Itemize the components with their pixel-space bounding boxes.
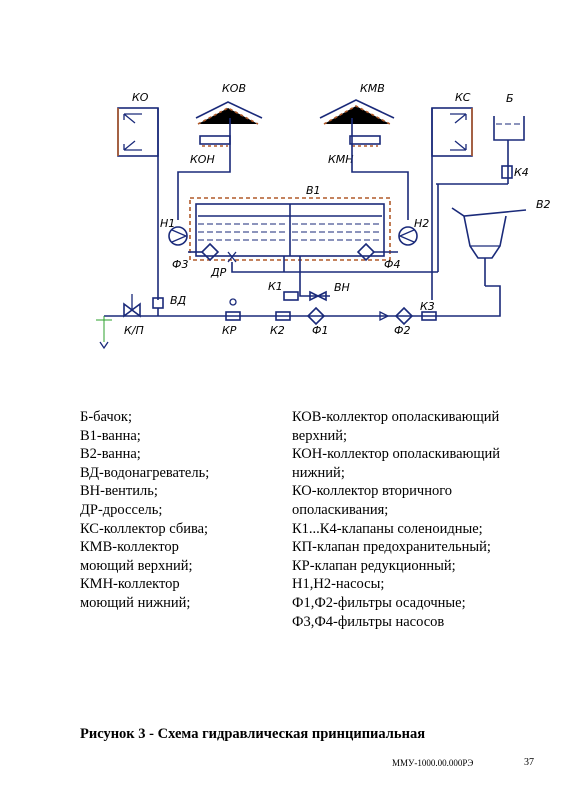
label-kmn: КМН xyxy=(328,153,354,166)
label-kmv: КМВ xyxy=(360,82,385,95)
collector-kov xyxy=(195,101,263,125)
legend-left-column: Б-бачок; В1-ванна; В2-ванна; ВД-водонагр… xyxy=(80,408,285,613)
filter-f4 xyxy=(356,242,398,262)
hydraulic-schematic: КО КОВ КОН КМВ КМН КС Б К4 xyxy=(96,82,551,350)
legend-item: В1-ванна; xyxy=(80,427,141,444)
legend-item: КС-коллектор сбива; xyxy=(80,520,209,537)
label-kp: К/П xyxy=(124,324,144,337)
label-ko: КО xyxy=(132,91,149,104)
tank-b xyxy=(493,116,525,184)
label-b: Б xyxy=(506,92,514,105)
filter-f2 xyxy=(379,306,414,326)
collector-ko xyxy=(117,107,159,300)
valve-k1 xyxy=(283,291,299,301)
label-n1: Н1 xyxy=(160,217,175,230)
legend-item: ВН-вентиль; xyxy=(80,483,158,500)
label-ks: КС xyxy=(455,91,471,104)
throttle-dr xyxy=(227,251,237,263)
legend-item: К1...К4-клапаны соленоидные; xyxy=(292,520,483,537)
label-f1: Ф1 xyxy=(312,324,328,337)
label-vd: ВД xyxy=(170,294,187,307)
filter-f1 xyxy=(306,306,326,326)
legend-item: КО-коллектор вторичного ополаскивания; xyxy=(292,483,453,518)
legend-item: В2-ванна; xyxy=(80,446,141,463)
legend-right-column: КОВ-коллектор ополаскивающий верхний; КО… xyxy=(292,408,557,631)
document-code: ММУ-1000.00.000РЭ xyxy=(392,758,474,768)
label-k1: К1 xyxy=(268,280,283,293)
heater-vd xyxy=(152,297,164,316)
valve-vn xyxy=(309,290,327,302)
legend-item: Ф1,Ф2-фильтры осадочные; xyxy=(292,594,466,611)
legend-item: КОН-коллектор ополаскивающий нижний; xyxy=(292,446,501,481)
collector-kmv xyxy=(319,99,395,125)
label-k4: К4 xyxy=(514,166,529,179)
label-n2: Н2 xyxy=(414,217,429,230)
label-f2: Ф2 xyxy=(394,324,410,337)
label-v1: В1 xyxy=(306,184,321,197)
valve-kr xyxy=(225,298,241,321)
bath-v1 xyxy=(189,197,391,261)
legend-item: КП-клапан предохранительный; xyxy=(292,539,491,556)
legend-item: Б-бачок; xyxy=(80,409,133,425)
pump-n2 xyxy=(398,226,418,246)
legend-item: КМН-коллектор моющий нижний; xyxy=(80,576,191,611)
label-kov: КОВ xyxy=(222,82,246,95)
collector-ks xyxy=(431,107,473,300)
legend-item: КОВ-коллектор ополаскивающий верхний; xyxy=(292,409,500,444)
legend: Б-бачок; В1-ванна; В2-ванна; ВД-водонагр… xyxy=(80,408,550,638)
collector-kmn xyxy=(349,135,381,147)
figure-caption: Рисунок 3 - Схема гидравлическая принцип… xyxy=(80,726,426,742)
legend-item: Н1,Н2-насосы; xyxy=(292,576,385,593)
legend-item: ДР-дроссель; xyxy=(80,501,163,518)
label-kon: КОН xyxy=(190,153,215,166)
label-dr: ДР xyxy=(210,266,227,279)
valve-k2 xyxy=(275,311,291,321)
label-k2: К2 xyxy=(270,324,285,337)
filter-f3 xyxy=(188,242,220,262)
valve-k3 xyxy=(421,311,437,321)
valve-kp xyxy=(123,294,141,318)
label-kr: КР xyxy=(222,324,237,337)
page-number: 37 xyxy=(524,757,534,768)
label-k3: К3 xyxy=(420,300,435,313)
label-f3: Ф3 xyxy=(172,258,188,271)
legend-item: КР-клапан редукционный; xyxy=(292,557,456,574)
label-f4: Ф4 xyxy=(384,258,400,271)
legend-item: Ф3,Ф4-фильтры насосов xyxy=(292,613,445,630)
legend-item: ВД-водонагреватель; xyxy=(80,464,210,481)
label-vn: ВН xyxy=(334,281,350,294)
pump-n1 xyxy=(168,226,188,246)
bath-v2 xyxy=(436,207,527,317)
collector-kon xyxy=(199,135,231,147)
label-v2: В2 xyxy=(536,198,551,211)
legend-item: КМВ-коллектор моющий верхний; xyxy=(80,539,193,574)
